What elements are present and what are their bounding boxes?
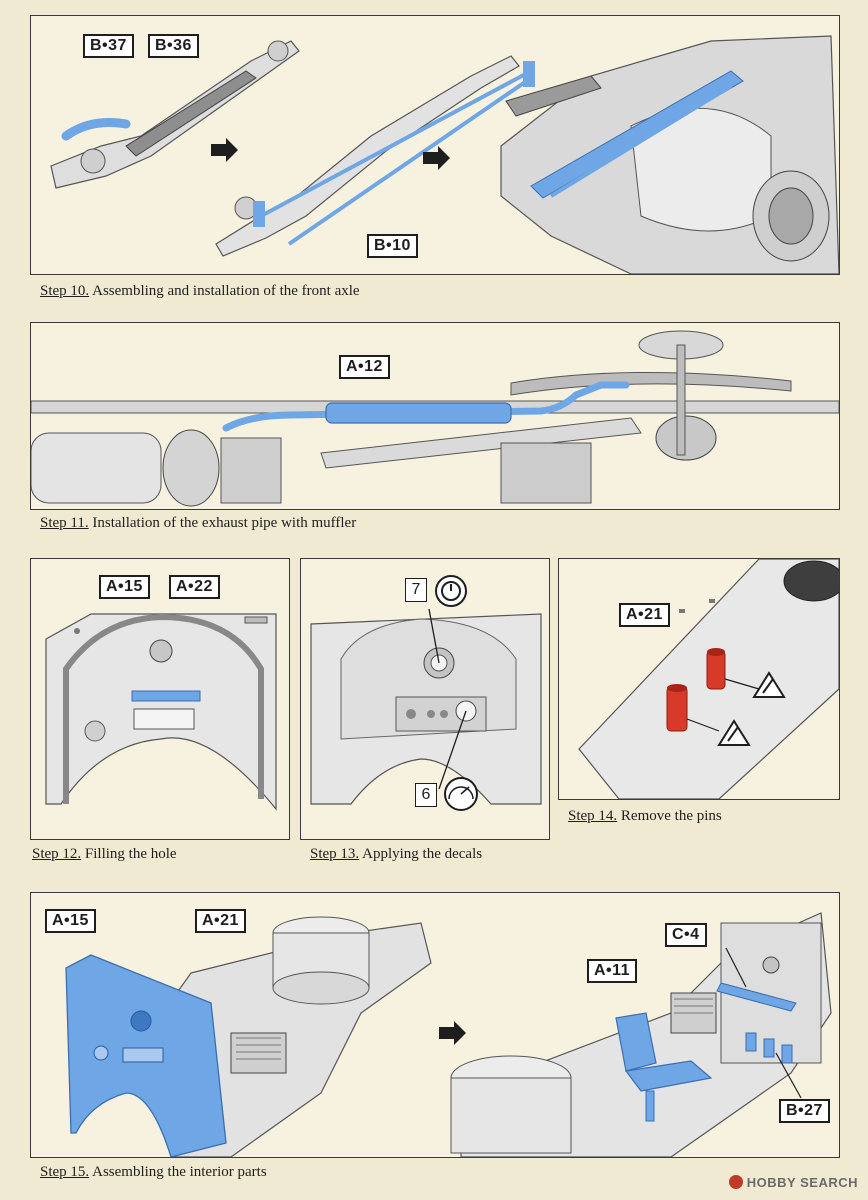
hobby-search-watermark: HOBBY SEARCH	[728, 1175, 858, 1190]
step-15-number: Step 15.	[40, 1164, 90, 1180]
decal-number-6: 6	[415, 783, 437, 807]
step-12-caption: Step 12. Filling the hole	[32, 846, 177, 863]
clock-decal-icon	[435, 575, 467, 607]
step-10-panel: B•37 B•36 B•10	[30, 15, 840, 275]
step-13-caption: Step 13. Applying the decals	[310, 846, 482, 863]
part-label-a21: A•21	[619, 603, 670, 627]
step-10-text: Assembling and installation of the front…	[92, 283, 360, 299]
hobby-search-logo-icon	[728, 1175, 743, 1189]
firewall-panel-part	[65, 954, 227, 1157]
gauge-decal-icon	[444, 777, 478, 811]
step-11-panel: A•12	[30, 322, 840, 510]
step-10-number: Step 10.	[40, 283, 90, 299]
step-13-text: Applying the decals	[362, 846, 483, 862]
front-axle-illustration	[50, 35, 839, 274]
step-14-number: Step 14.	[568, 808, 618, 824]
decal-number-7: 7	[405, 578, 427, 602]
step-14-caption: Step 14. Remove the pins	[568, 808, 722, 825]
firewall-panel-illustration	[45, 613, 277, 811]
step-12-number: Step 12.	[32, 846, 82, 862]
interior-assembly-illustration	[65, 912, 832, 1157]
part-label-a12: A•12	[339, 355, 390, 379]
chassis-with-axle-part	[500, 35, 839, 274]
part-label-a21-step15: A•21	[195, 909, 246, 933]
step-12-text: Filling the hole	[84, 846, 177, 862]
step-14-text: Remove the pins	[620, 808, 722, 824]
arrow-right-icon	[423, 146, 450, 170]
cutter-tool-icon	[752, 671, 786, 698]
firewall-panel-part	[45, 613, 277, 811]
pin-part	[666, 648, 726, 732]
step-13-number: Step 13.	[310, 846, 360, 862]
step-14-panel: A•21	[558, 558, 840, 800]
step-10-caption: Step 10. Assembling and installation of …	[40, 283, 360, 300]
dashboard-panel-part	[310, 608, 542, 805]
part-label-b36: B•36	[148, 34, 199, 58]
dashboard-decal-illustration	[310, 575, 542, 811]
step-15-text: Assembling the interior parts	[92, 1164, 267, 1180]
part-label-b10: B•10	[367, 234, 418, 258]
step-11-number: Step 11.	[40, 515, 89, 531]
floor-pins-illustration	[578, 559, 839, 799]
step-13-panel: 7 6	[300, 558, 550, 840]
exhaust-pipe-illustration	[31, 330, 839, 507]
part-label-b27: B•27	[779, 1099, 830, 1123]
exhaust-pipe-part	[222, 381, 630, 432]
part-label-a15-step15: A•15	[45, 909, 96, 933]
arrow-right-icon	[439, 1021, 466, 1045]
step-15-panel: A•15 A•21 C•4 A•11 B•27	[30, 892, 840, 1158]
part-label-a11: A•11	[587, 959, 638, 983]
step-11-caption: Step 11. Installation of the exhaust pip…	[40, 515, 356, 532]
seat-part	[615, 1012, 713, 1122]
part-label-a15: A•15	[99, 575, 150, 599]
step-11-text: Installation of the exhaust pipe with mu…	[92, 515, 357, 531]
part-label-b37: B•37	[83, 34, 134, 58]
watermark-text: HOBBY SEARCH	[746, 1175, 858, 1190]
part-label-c4: C•4	[665, 923, 707, 947]
cutter-tool-icon	[717, 719, 751, 746]
part-label-a22: A•22	[169, 575, 220, 599]
step-15-caption: Step 15. Assembling the interior parts	[40, 1164, 267, 1181]
axle-beam-part	[50, 40, 300, 189]
arrow-right-icon	[211, 138, 238, 162]
axle-with-tie-rod-part	[215, 55, 535, 257]
step-12-panel: A•15 A•22	[30, 558, 290, 840]
